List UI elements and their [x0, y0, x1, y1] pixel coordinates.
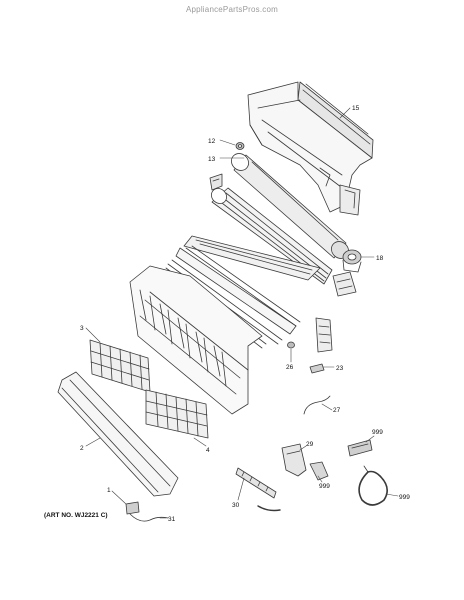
leader-lines: [85, 107, 399, 519]
callout-4: 4: [206, 447, 210, 454]
part-30-drain-hose[interactable]: [235, 467, 281, 512]
callout-2: 2: [80, 445, 84, 452]
part-29-cover[interactable]: [281, 443, 307, 477]
callout-13: 13: [208, 156, 216, 163]
part-31-drain-tube[interactable]: [129, 513, 169, 522]
callout-29: 29: [306, 441, 314, 448]
art-number: (ART NO. WJ2221 C): [44, 512, 108, 519]
callout-999-c: 999: [399, 494, 410, 501]
callout-15: 15: [352, 105, 360, 112]
callout-999-a: 999: [372, 429, 383, 436]
part-23-clip[interactable]: [309, 363, 325, 374]
front-frame[interactable]: [129, 265, 263, 415]
callout-labels: 15 12 13 18 3 26 23 27 2 4 29 999 999 99…: [80, 105, 410, 523]
part-4-filter-right[interactable]: [145, 389, 209, 439]
part-26-knob[interactable]: [287, 341, 295, 349]
part-2-front-panel[interactable]: [57, 371, 179, 497]
part-12-bearing[interactable]: [235, 142, 245, 150]
callout-999-b: 999: [319, 483, 330, 490]
part-1-cover[interactable]: [125, 501, 140, 515]
blower-wheel[interactable]: [208, 185, 333, 285]
callout-18: 18: [376, 255, 384, 262]
callout-1: 1: [107, 487, 111, 494]
part-999-harness-c[interactable]: [358, 465, 388, 506]
part-15-mounting-plate[interactable]: [247, 81, 374, 216]
callout-27: 27: [333, 407, 341, 414]
part-999-terminal-b[interactable]: [309, 461, 329, 481]
control-bracket[interactable]: [315, 317, 333, 353]
callout-31: 31: [168, 516, 176, 523]
bracket-clip[interactable]: [209, 173, 223, 191]
part-999-connector-a[interactable]: [347, 439, 373, 457]
callout-30: 30: [232, 502, 240, 509]
callout-3: 3: [80, 325, 84, 332]
motor-bracket[interactable]: [332, 271, 357, 297]
callout-23: 23: [336, 365, 344, 372]
callout-26: 26: [286, 364, 294, 371]
part-3-filter-left[interactable]: [89, 339, 151, 393]
part-18-motor[interactable]: [342, 249, 362, 273]
louver-assembly[interactable]: [175, 235, 321, 335]
part-27-wire[interactable]: [303, 395, 331, 415]
callout-12: 12: [208, 138, 216, 145]
watermark: AppliancePartsPros.com: [186, 5, 278, 14]
